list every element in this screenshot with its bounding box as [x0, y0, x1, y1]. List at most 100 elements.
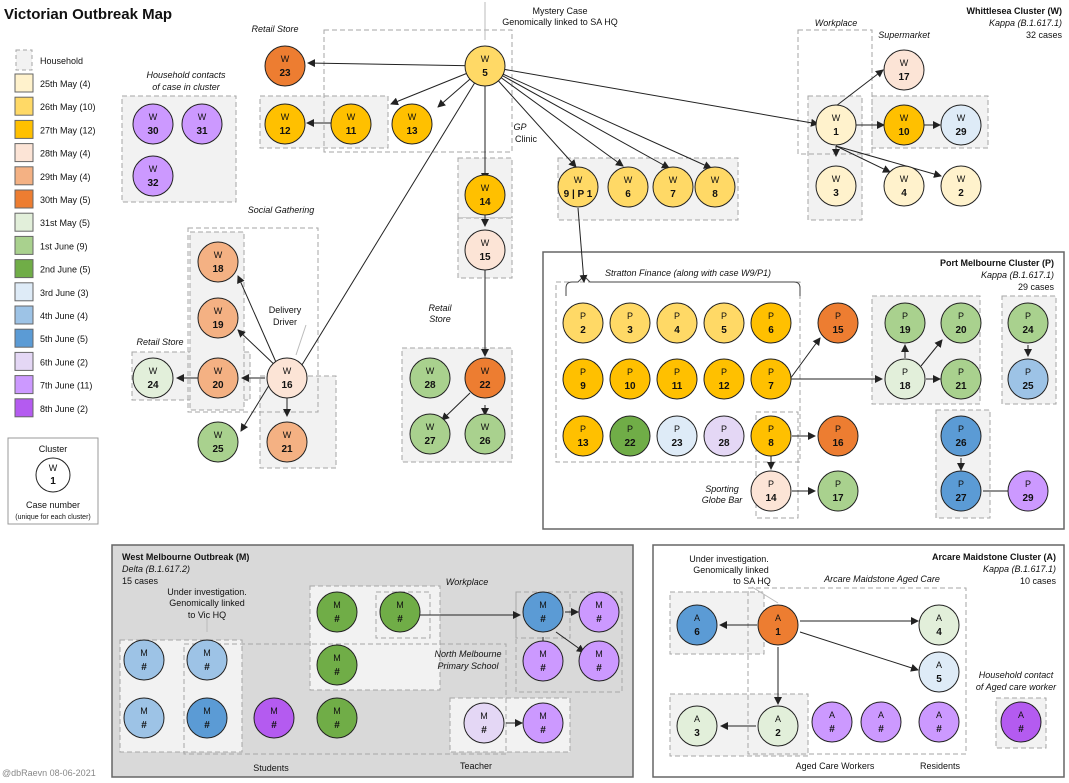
legend-label: 26th May (10)	[40, 102, 96, 112]
case-node	[123, 639, 165, 681]
annotation-label: Supermarket	[878, 30, 930, 40]
case-node	[940, 302, 982, 344]
case-node	[757, 705, 799, 747]
case-number: 10	[624, 381, 636, 392]
case-number: 6	[694, 627, 700, 638]
case-cluster-letter: M	[270, 706, 278, 716]
case-number: 32	[147, 178, 159, 189]
case-number: 16	[281, 380, 293, 391]
case-number: 27	[424, 436, 436, 447]
annotation-label: Genomically linked	[693, 565, 769, 575]
case-node	[266, 357, 308, 399]
case-number: 6	[768, 325, 774, 336]
legend-key-number: 1	[50, 476, 56, 487]
case-node	[181, 103, 223, 145]
case-cluster-letter: A	[694, 613, 700, 623]
case-number: 8	[712, 189, 718, 200]
case-number: 30	[147, 126, 159, 137]
annotation-label: Retail Store	[136, 337, 183, 347]
transmission-arrow	[835, 69, 884, 107]
legend-swatch	[14, 259, 34, 279]
legend-swatch	[14, 119, 34, 139]
case-cluster-letter: P	[768, 367, 774, 377]
setting-outline	[747, 587, 967, 755]
case-node	[197, 241, 239, 283]
case-cluster-letter: A	[829, 710, 835, 720]
case-number: 16	[832, 438, 844, 449]
case-cluster-letter: A	[694, 714, 700, 724]
case-number: #	[936, 724, 942, 735]
case-number: #	[540, 725, 546, 736]
annotation-label: Social Gathering	[248, 205, 315, 215]
case-node	[918, 604, 960, 646]
annotation-label: Genomically linked	[169, 598, 245, 608]
case-cluster-letter: P	[721, 367, 727, 377]
case-node	[464, 45, 506, 87]
case-cluster-letter: M	[333, 653, 341, 663]
annotation-label: to SA HQ	[733, 576, 771, 586]
case-node	[522, 702, 564, 744]
case-node	[264, 45, 306, 87]
case-cluster-letter: P	[674, 424, 680, 434]
case-node	[266, 421, 308, 463]
case-node	[817, 302, 859, 344]
annotation-label: of case in cluster	[152, 82, 221, 92]
case-node	[609, 302, 651, 344]
case-number: 1	[833, 127, 839, 138]
cluster-title: Whittlesea Cluster (W)	[966, 6, 1062, 16]
annotation-label: Store	[429, 314, 451, 324]
case-number: 31	[196, 126, 208, 137]
transmission-arrow	[789, 337, 821, 380]
case-cluster-letter: W	[426, 366, 435, 376]
case-cluster-letter: W	[214, 250, 223, 260]
case-cluster-letter: W	[283, 366, 292, 376]
sa-hq-pointer	[751, 586, 779, 604]
case-node	[815, 104, 857, 146]
case-cluster-letter: W	[281, 112, 290, 122]
case-node	[750, 415, 792, 457]
case-cluster-letter: P	[768, 479, 774, 489]
legend-household-swatch	[15, 49, 33, 71]
case-cluster-letter: W	[481, 422, 490, 432]
case-cluster-letter: P	[721, 424, 727, 434]
case-cluster-letter: P	[768, 311, 774, 321]
legend-label: 25th May (4)	[40, 79, 91, 89]
case-number: #	[334, 720, 340, 731]
case-number: #	[204, 662, 210, 673]
annotation-label: Under investigation.	[167, 587, 247, 597]
case-node	[464, 357, 506, 399]
case-cluster-letter: P	[1025, 311, 1031, 321]
case-number: 28	[718, 438, 730, 449]
case-number: 7	[768, 381, 774, 392]
case-number: 20	[955, 325, 967, 336]
case-number: 2	[580, 325, 586, 336]
case-cluster-letter: W	[957, 113, 966, 123]
case-cluster-letter: A	[1018, 710, 1024, 720]
annotation-label: Globe Bar	[702, 495, 744, 505]
case-cluster-letter: W	[900, 113, 909, 123]
case-number: 24	[147, 380, 159, 391]
case-number: 12	[718, 381, 730, 392]
legend-swatch	[14, 96, 34, 116]
case-number: 26	[955, 438, 967, 449]
legend-key-title: Cluster	[39, 444, 68, 454]
transmission-arrow	[799, 631, 919, 672]
case-node	[197, 297, 239, 339]
case-number: #	[596, 663, 602, 674]
case-cluster-letter: M	[333, 706, 341, 716]
case-number: 15	[832, 325, 844, 336]
cluster-case-count: 29 cases	[1018, 282, 1055, 292]
case-node	[607, 166, 649, 208]
case-cluster-letter: P	[958, 311, 964, 321]
annotation-label: Sporting	[705, 484, 739, 494]
case-number: 25	[1022, 381, 1034, 392]
case-node	[186, 639, 228, 681]
delivery-driver-pointer	[295, 324, 307, 356]
case-number: #	[334, 667, 340, 678]
case-number: 19	[212, 320, 224, 331]
legend-label: 4th June (4)	[40, 311, 88, 321]
case-cluster-letter: W	[481, 366, 490, 376]
case-cluster-letter: M	[539, 711, 547, 721]
case-node	[656, 415, 698, 457]
case-cluster-letter: P	[674, 367, 680, 377]
